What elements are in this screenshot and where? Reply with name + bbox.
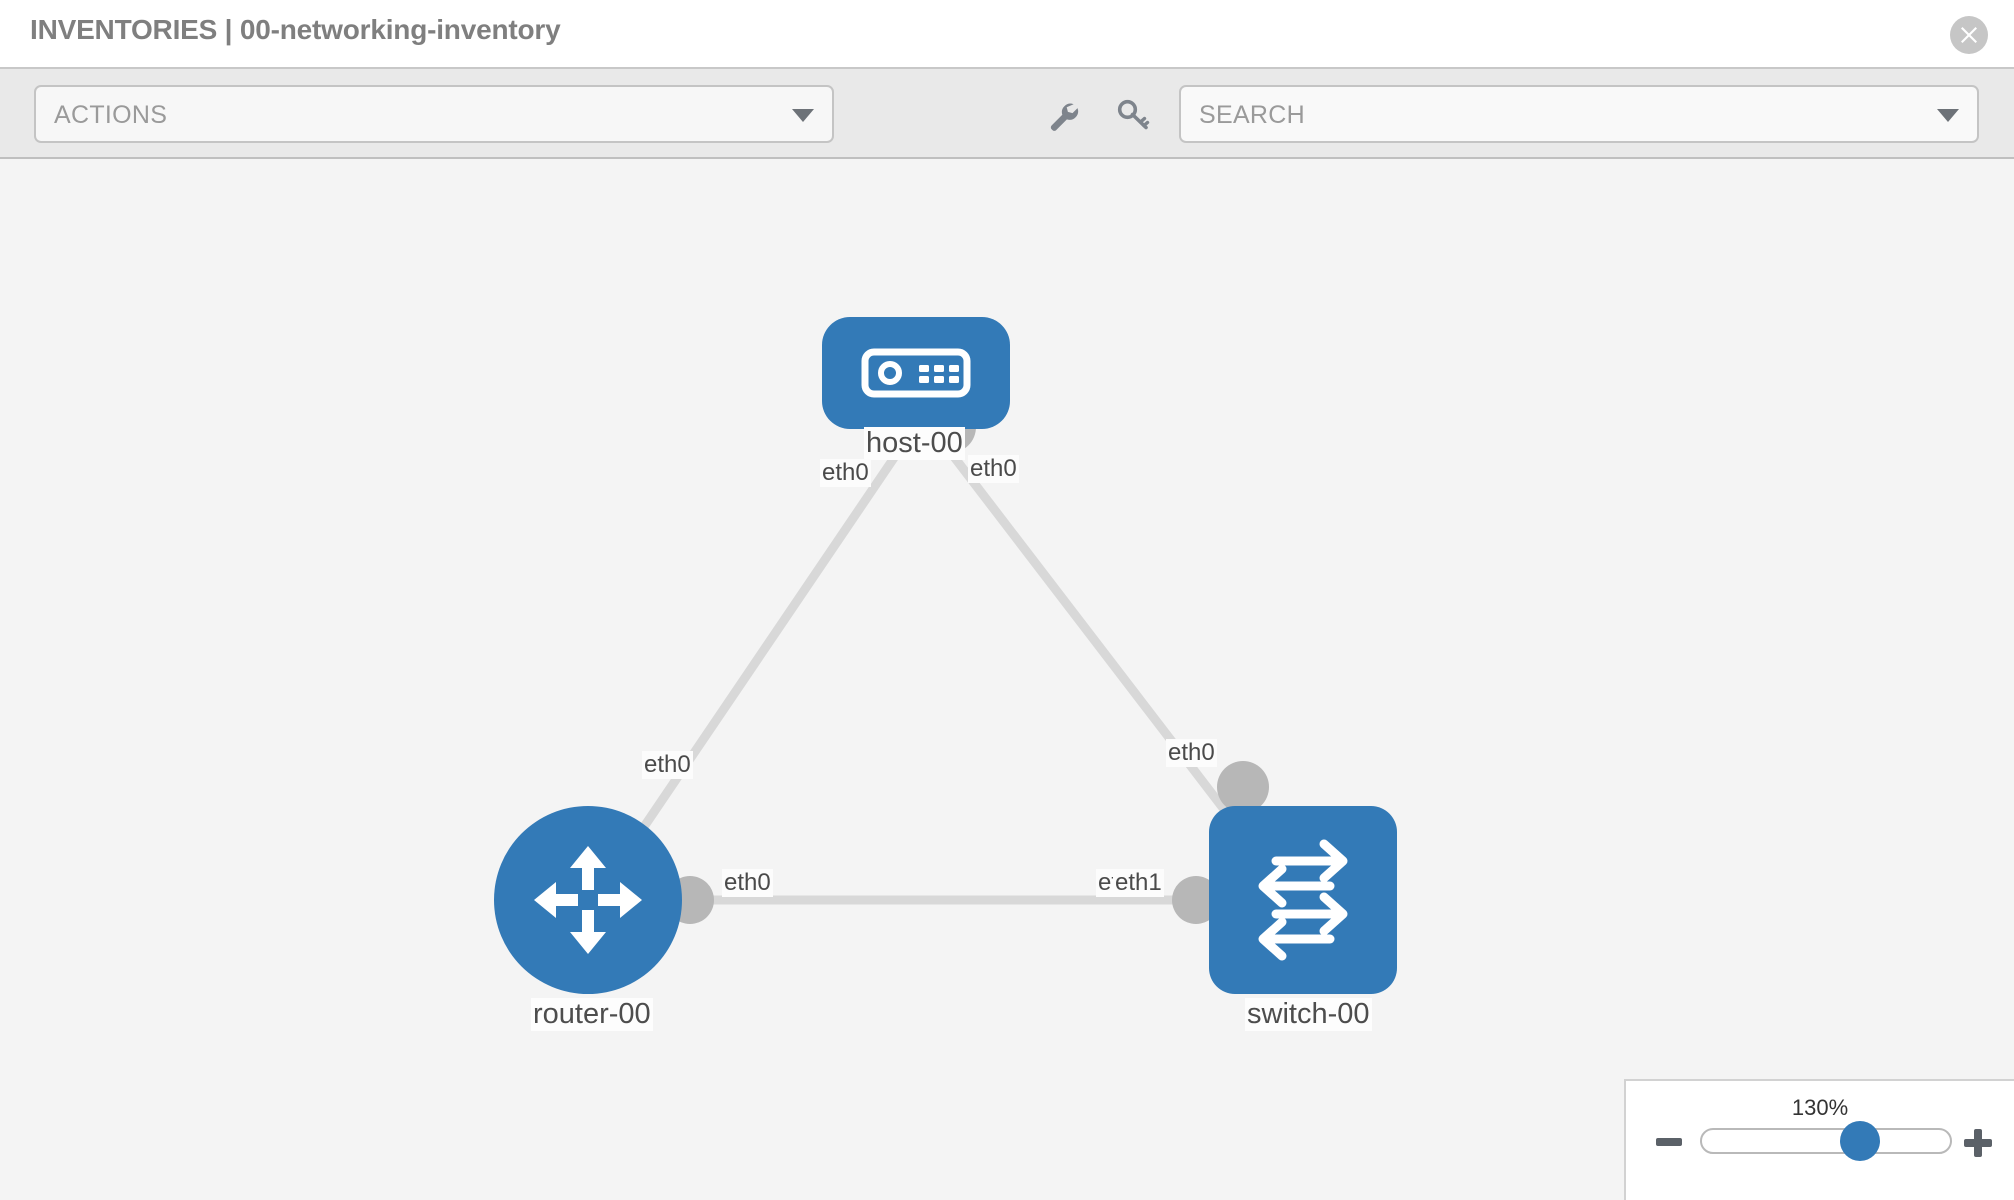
iface-label[interactable]: eth0: [820, 459, 871, 487]
node-label-switch: switch-00: [1245, 998, 1372, 1031]
zoom-slider-thumb[interactable]: [1840, 1121, 1880, 1161]
plus-icon[interactable]: [1964, 1129, 1992, 1157]
host-node-shape[interactable]: [822, 317, 1010, 429]
search-input[interactable]: SEARCH: [1179, 85, 1979, 143]
chevron-down-icon: [792, 109, 814, 122]
minus-icon[interactable]: [1656, 1138, 1682, 1146]
iface-label[interactable]: eth0: [722, 869, 773, 897]
server-icon: [861, 348, 971, 398]
iface-label[interactable]: eth0: [968, 455, 1019, 483]
iface-label[interactable]: eth1: [1113, 869, 1164, 897]
wrench-icon[interactable]: [1043, 96, 1083, 136]
iface-label[interactable]: eth0: [642, 751, 693, 779]
iface-label[interactable]: eth0: [1166, 739, 1217, 767]
page-header: INVENTORIES | 00-networking-inventory: [0, 0, 2014, 69]
topology-edges: [604, 401, 1269, 924]
toolbar: ACTIONS SEARCH: [0, 69, 2014, 159]
topology-canvas[interactable]: host-00 router-00: [0, 159, 2014, 1200]
actions-dropdown[interactable]: ACTIONS: [34, 85, 834, 143]
node-label-host: host-00: [864, 427, 965, 460]
actions-dropdown-label: ACTIONS: [54, 101, 168, 129]
node-label-router: router-00: [531, 998, 653, 1031]
switch-arrows-icon: [1258, 839, 1348, 961]
key-icon[interactable]: [1113, 96, 1153, 136]
close-icon[interactable]: [1950, 16, 1988, 54]
router-arrows-icon: [534, 846, 642, 954]
search-placeholder: SEARCH: [1199, 101, 1305, 129]
router-node-shape[interactable]: [494, 806, 682, 994]
zoom-slider-track[interactable]: [1700, 1128, 1952, 1154]
zoom-control-panel: 130%: [1624, 1079, 2014, 1200]
zoom-level-value: 130%: [1791, 1095, 1849, 1120]
switch-node-shape[interactable]: [1209, 806, 1397, 994]
page-title: INVENTORIES | 00-networking-inventory: [30, 14, 561, 45]
chevron-down-icon: [1937, 109, 1959, 122]
